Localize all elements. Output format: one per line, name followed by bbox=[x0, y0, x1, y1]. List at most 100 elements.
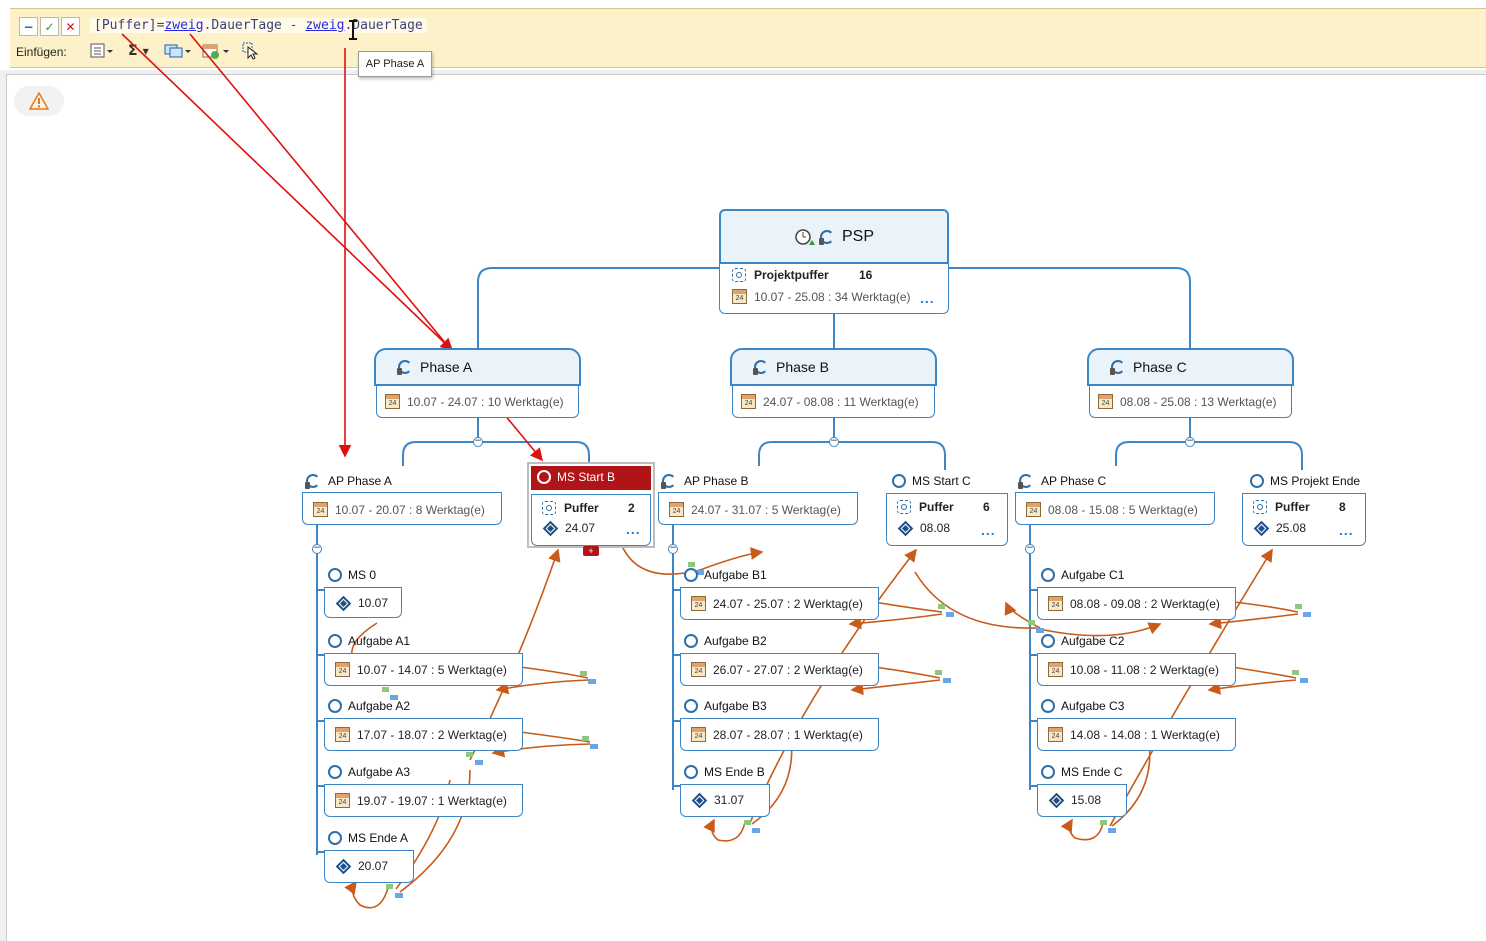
task-header: Aufgabe A3 bbox=[328, 765, 410, 779]
phase-b-title: Phase B bbox=[776, 359, 829, 375]
wp-a-header: AP Phase A bbox=[305, 474, 392, 489]
task-body: 20.07 bbox=[324, 850, 414, 883]
task-circle-icon bbox=[684, 634, 698, 648]
task-value: 08.08 - 09.08 : 2 Werktag(e) bbox=[1070, 596, 1220, 611]
task-value-row: 10.07 bbox=[335, 595, 388, 611]
collapse-toggle-ap-a[interactable]: − bbox=[312, 543, 322, 554]
list-icon[interactable] bbox=[90, 43, 114, 59]
milestone-circle-icon bbox=[537, 470, 551, 484]
task-body: 24 26.07 - 27.07 : 2 Werktag(e) bbox=[680, 653, 879, 686]
more-icon[interactable]: ... bbox=[981, 522, 996, 538]
selected-header-bar bbox=[531, 466, 651, 490]
formula-part-op: .DauerTage - bbox=[203, 18, 306, 33]
accept-button[interactable]: ✓ bbox=[40, 17, 59, 36]
root-header: PSP bbox=[719, 209, 949, 264]
calendar-icon: 24 bbox=[385, 394, 400, 409]
task-header: MS Ende A bbox=[328, 831, 408, 845]
add-child-icon[interactable]: + bbox=[583, 546, 599, 556]
task-value: 26.07 - 27.07 : 2 Werktag(e) bbox=[713, 662, 863, 677]
screens-icon[interactable] bbox=[164, 43, 192, 59]
task-value: 15.08 bbox=[1071, 793, 1102, 807]
ms-start-b-date-row: 24.07 bbox=[542, 520, 595, 536]
refresh-icon bbox=[305, 474, 320, 489]
gear-icon bbox=[542, 501, 556, 515]
collapse-toggle-ap-c[interactable]: − bbox=[1025, 543, 1035, 554]
task-value-row: 20.07 bbox=[335, 858, 389, 874]
milestone-diamond-icon bbox=[691, 792, 708, 808]
task-circle-icon bbox=[684, 568, 698, 582]
calendar-icon: 24 bbox=[1048, 596, 1063, 611]
refresh-icon bbox=[1110, 360, 1125, 375]
task-value: 10.07 - 14.07 : 5 Werktag(e) bbox=[357, 662, 507, 677]
ms-start-c-date: 08.08 bbox=[920, 521, 951, 535]
task-title: MS Ende B bbox=[704, 765, 765, 779]
task-title: Aufgabe C1 bbox=[1061, 568, 1125, 582]
gear-icon bbox=[1253, 500, 1267, 514]
milestone-circle-icon bbox=[328, 568, 342, 582]
task-value: 17.07 - 18.07 : 2 Werktag(e) bbox=[357, 727, 507, 742]
task-circle-icon bbox=[328, 634, 342, 648]
task-title: MS Ende C bbox=[1061, 765, 1123, 779]
collapse-toggle-ap-b[interactable]: − bbox=[668, 543, 678, 554]
task-header: Aufgabe B2 bbox=[684, 634, 767, 648]
more-icon[interactable]: ... bbox=[1339, 522, 1354, 538]
refresh-icon bbox=[661, 474, 676, 489]
more-icon[interactable]: ... bbox=[920, 290, 935, 306]
task-circle-icon bbox=[1041, 699, 1055, 713]
cursor-select-icon[interactable] bbox=[242, 42, 260, 60]
ms-start-c-field-label: Puffer bbox=[919, 500, 954, 514]
milestone-diamond-icon bbox=[897, 520, 914, 536]
collapse-toggle-phase-a[interactable]: − bbox=[473, 436, 483, 447]
refresh-icon bbox=[397, 360, 412, 375]
text-cursor-icon bbox=[349, 20, 357, 40]
phase-c-title: Phase C bbox=[1133, 359, 1187, 375]
milestone-circle-icon bbox=[684, 765, 698, 779]
task-value: 19.07 - 19.07 : 1 Werktag(e) bbox=[357, 793, 507, 808]
calendar-icon: 24 bbox=[313, 502, 328, 517]
task-value: 20.07 bbox=[358, 859, 389, 873]
formula-ref-2[interactable]: zweig bbox=[305, 18, 345, 33]
ms-projekt-ende-title: MS Projekt Ende bbox=[1270, 474, 1361, 488]
task-body: 31.07 bbox=[680, 784, 770, 817]
collapse-toggle-phase-c[interactable]: − bbox=[1185, 436, 1195, 447]
formula-ref-1[interactable]: zweig bbox=[164, 18, 204, 33]
task-value-row: 24 26.07 - 27.07 : 2 Werktag(e) bbox=[691, 662, 863, 677]
collapse-button[interactable]: − bbox=[19, 17, 38, 36]
collapse-toggle-phase-b[interactable]: − bbox=[829, 436, 839, 447]
sum-icon[interactable]: Σ▼ bbox=[128, 43, 149, 59]
phase-c-dates: 08.08 - 25.08 : 13 Werktag(e) bbox=[1120, 394, 1277, 409]
warning-triangle-icon[interactable] bbox=[14, 86, 64, 116]
calendar-icon: 24 bbox=[741, 394, 756, 409]
task-title: Aufgabe A2 bbox=[348, 699, 411, 713]
root-field-value: 16 bbox=[859, 268, 873, 282]
ms-start-c-date-row: 08.08 bbox=[897, 520, 951, 536]
task-body: 24 08.08 - 09.08 : 2 Werktag(e) bbox=[1037, 587, 1236, 620]
more-icon[interactable]: ... bbox=[626, 521, 641, 537]
ms-projekt-ende-field-value: 8 bbox=[1339, 500, 1346, 514]
task-circle-icon bbox=[1041, 568, 1055, 582]
task-title: MS Ende A bbox=[348, 831, 409, 845]
calendar-icon: 24 bbox=[691, 662, 706, 677]
calendar-icon: 24 bbox=[335, 727, 350, 742]
task-header: Aufgabe B1 bbox=[684, 568, 767, 582]
task-circle-icon bbox=[684, 699, 698, 713]
ms-start-c-title: MS Start C bbox=[912, 474, 971, 488]
formula-part-end: .DauerTage bbox=[344, 18, 423, 33]
task-header: Aufgabe B3 bbox=[684, 699, 767, 713]
cancel-button[interactable]: ✕ bbox=[61, 17, 80, 36]
formula-editor[interactable]: − ✓ ✕ [Puffer]=zweig.DauerTage - zweig.D… bbox=[10, 8, 1486, 68]
ms-projekt-ende-date: 25.08 bbox=[1276, 521, 1307, 535]
formula-input[interactable]: [Puffer]=zweig.DauerTage - zweig.DauerTa… bbox=[90, 18, 427, 33]
wp-c-header: AP Phase C bbox=[1018, 474, 1106, 489]
